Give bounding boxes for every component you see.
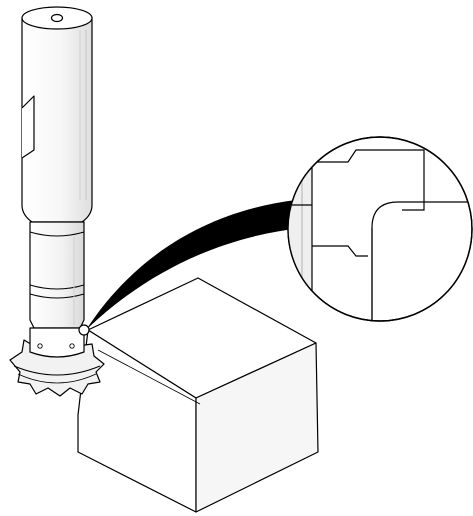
end-mill-tool — [9, 6, 105, 397]
shank-center-hole — [50, 13, 64, 23]
block-front-face — [77, 329, 197, 513]
tool-neck — [29, 221, 85, 329]
callout-origin-ring — [78, 324, 90, 336]
detail-magnifier — [287, 136, 473, 322]
callout-leader — [86, 200, 302, 330]
detail-workpiece-edge — [371, 201, 472, 320]
cutter-body — [29, 327, 85, 358]
detail-cutter-profile — [312, 149, 425, 257]
block-right-face — [195, 342, 319, 513]
workpiece-block — [77, 277, 319, 513]
